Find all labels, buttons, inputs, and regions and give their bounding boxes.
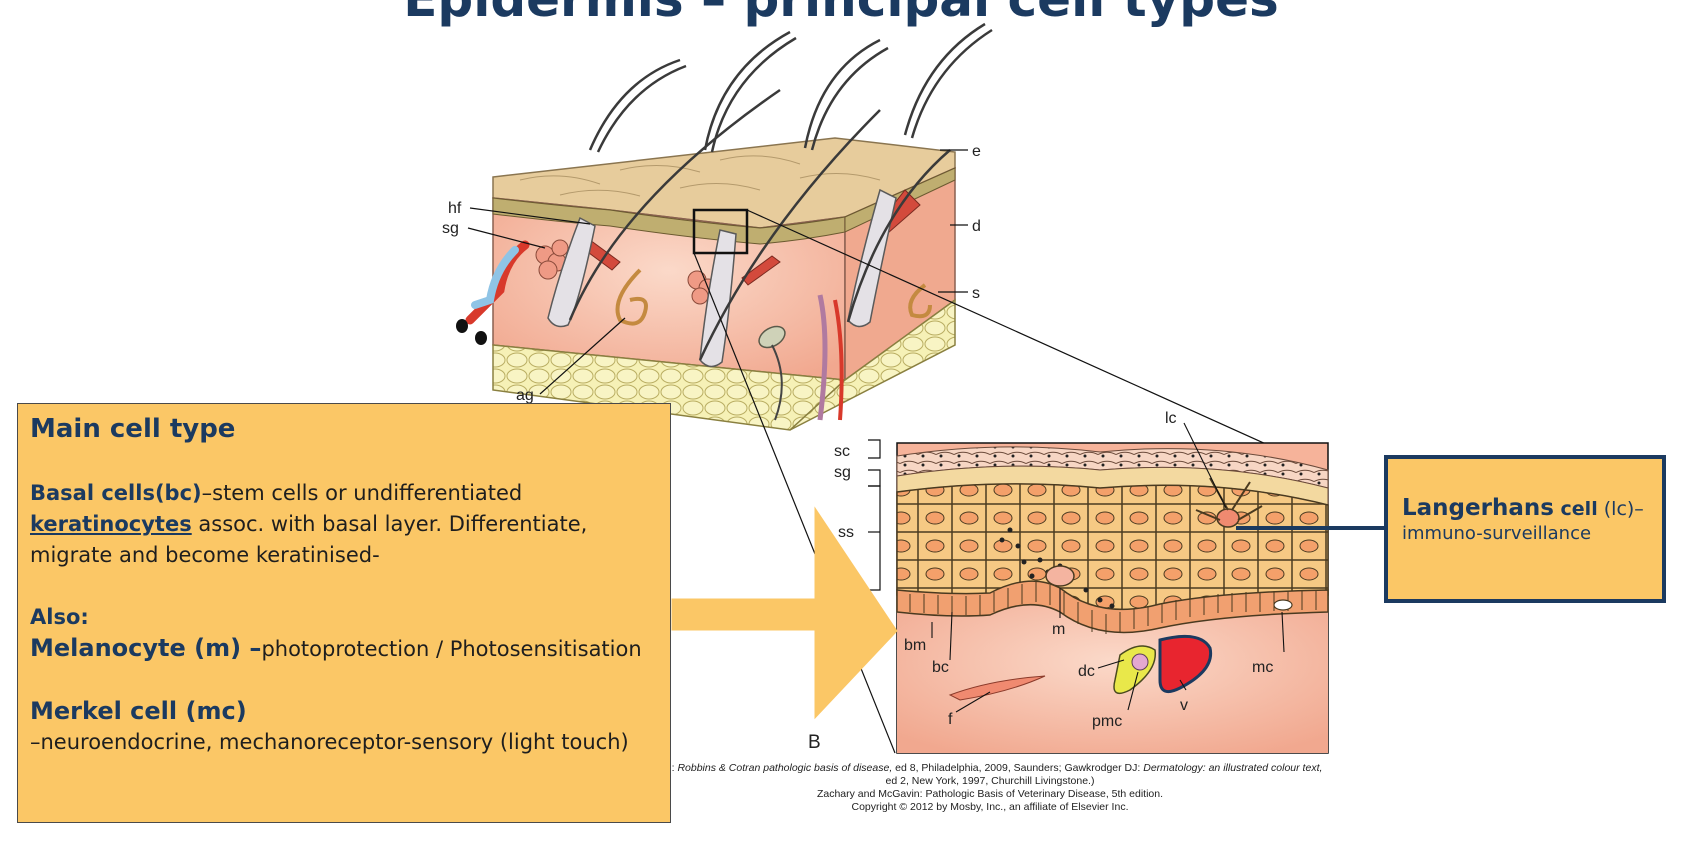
merkel-text: –neuroendocrine, mechanoreceptor-sensory… [30,730,629,754]
also-label: Also: [30,605,89,629]
label-hf: hf [448,200,462,217]
skin-block [456,22,1329,754]
label-ag: ag [516,387,534,404]
label-B: B [808,732,821,753]
langerhans-description: immuno-surveillance [1402,523,1592,544]
label-pmc: pmc [1092,713,1122,730]
label-ss: ss [838,524,854,541]
zoom-box [692,208,749,255]
epidermis-detail [868,422,1329,754]
label-d: d [972,218,981,235]
label-f: f [948,711,953,728]
langerhans-label: Langerhans [1402,495,1554,521]
label-mc: mc [1252,659,1273,676]
label-dc: dc [1078,663,1095,680]
merkel-section: Merkel cell (mc) –neuroendocrine, mechan… [30,696,658,758]
label-sg: sg [442,220,459,237]
label-bm: bm [904,637,926,654]
label-sc: sc [834,443,850,460]
label-v: v [1180,697,1188,714]
label-sg-layer: sg [834,464,851,481]
merkel-label: Merkel cell (mc) [30,697,247,725]
slide-title: Epidermis – principal cell types [0,0,1682,28]
main-cell-type-heading: Main cell type [30,414,236,444]
pointer-arrow [671,506,898,720]
label-bc: bc [932,659,949,676]
label-e: e [972,143,981,160]
langerhans-box: Langerhans cell (lc)– immuno-surveillanc… [1384,455,1666,603]
keratinocytes-link[interactable]: keratinocytes [30,512,192,536]
label-s: s [972,285,980,302]
melanocyte-text: photoprotection / Photosensitisation [261,637,642,661]
also-section: Also: Melanocyte (m) –photoprotection / … [30,602,658,665]
basal-cells-text: Basal cells(bc)–stem cells or undifferen… [30,481,588,567]
label-m: m [1052,621,1065,638]
basal-cells-label: Basal cells(bc) [30,481,202,505]
main-cell-type-box: Main cell type Basal cells(bc)–stem cell… [17,403,671,823]
melanocyte-label: Melanocyte (m) – [30,634,262,662]
figure-credits: t al: Robbins & Cotran pathologic basis … [658,762,1323,813]
label-lc: lc [1165,410,1177,427]
